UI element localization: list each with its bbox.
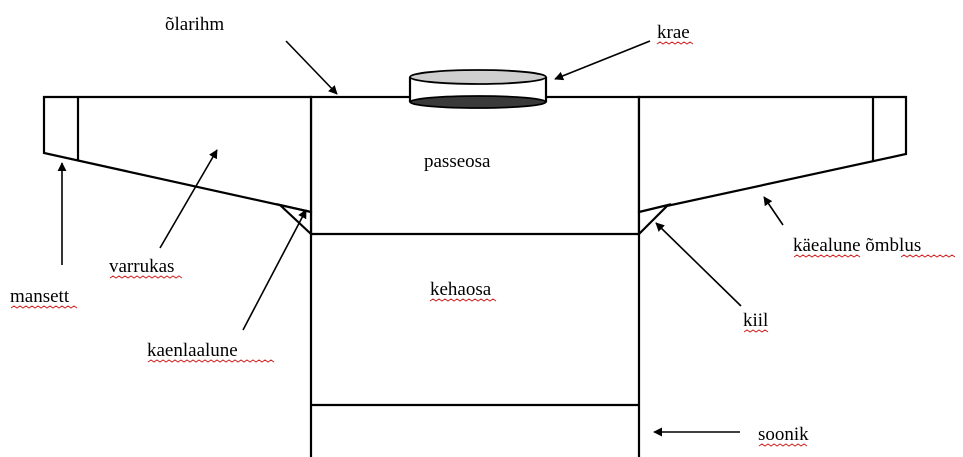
spellcheck-omblus	[900, 254, 956, 258]
label-soonik: soonik	[758, 424, 809, 445]
left-sleeve	[42, 95, 313, 214]
collar-top-ellipse	[409, 69, 547, 85]
label-kiil: kiil	[743, 310, 768, 331]
spellcheck-varrukas	[109, 275, 183, 279]
right-gusset	[637, 203, 672, 237]
collar-bottom-ellipse	[409, 95, 547, 109]
spellcheck-kiil	[743, 329, 769, 333]
label-varrukas: varrukas	[109, 256, 174, 277]
arrow-olarihm	[285, 40, 338, 95]
arrow-kiil	[655, 222, 742, 307]
spellcheck-kaealune	[793, 254, 861, 258]
right-sleeve	[637, 95, 908, 214]
spellcheck-soonik	[758, 443, 808, 447]
label-kehaosa: kehaosa	[430, 279, 492, 300]
label-kaealune-omblus: käealune õmblus	[793, 235, 921, 256]
collar	[408, 69, 548, 109]
arrow-kaealune-omblus	[763, 196, 784, 226]
arrow-kaenlaalune	[242, 209, 307, 331]
label-kaenlaalune: kaenlaalune	[147, 340, 238, 361]
spellcheck-krae	[656, 41, 694, 45]
arrow-krae	[554, 40, 651, 81]
body-outline	[309, 95, 641, 457]
arrow-varrukas	[159, 149, 218, 249]
label-olarihm: õlarihm	[165, 14, 224, 35]
spellcheck-mansett	[10, 305, 78, 309]
label-mansett: mansett	[10, 286, 70, 307]
spellcheck-kehaosa	[429, 298, 497, 302]
label-krae: krae	[657, 22, 690, 43]
label-passeosa: passeosa	[424, 151, 491, 172]
spellcheck-kaenlaalune	[147, 359, 275, 363]
